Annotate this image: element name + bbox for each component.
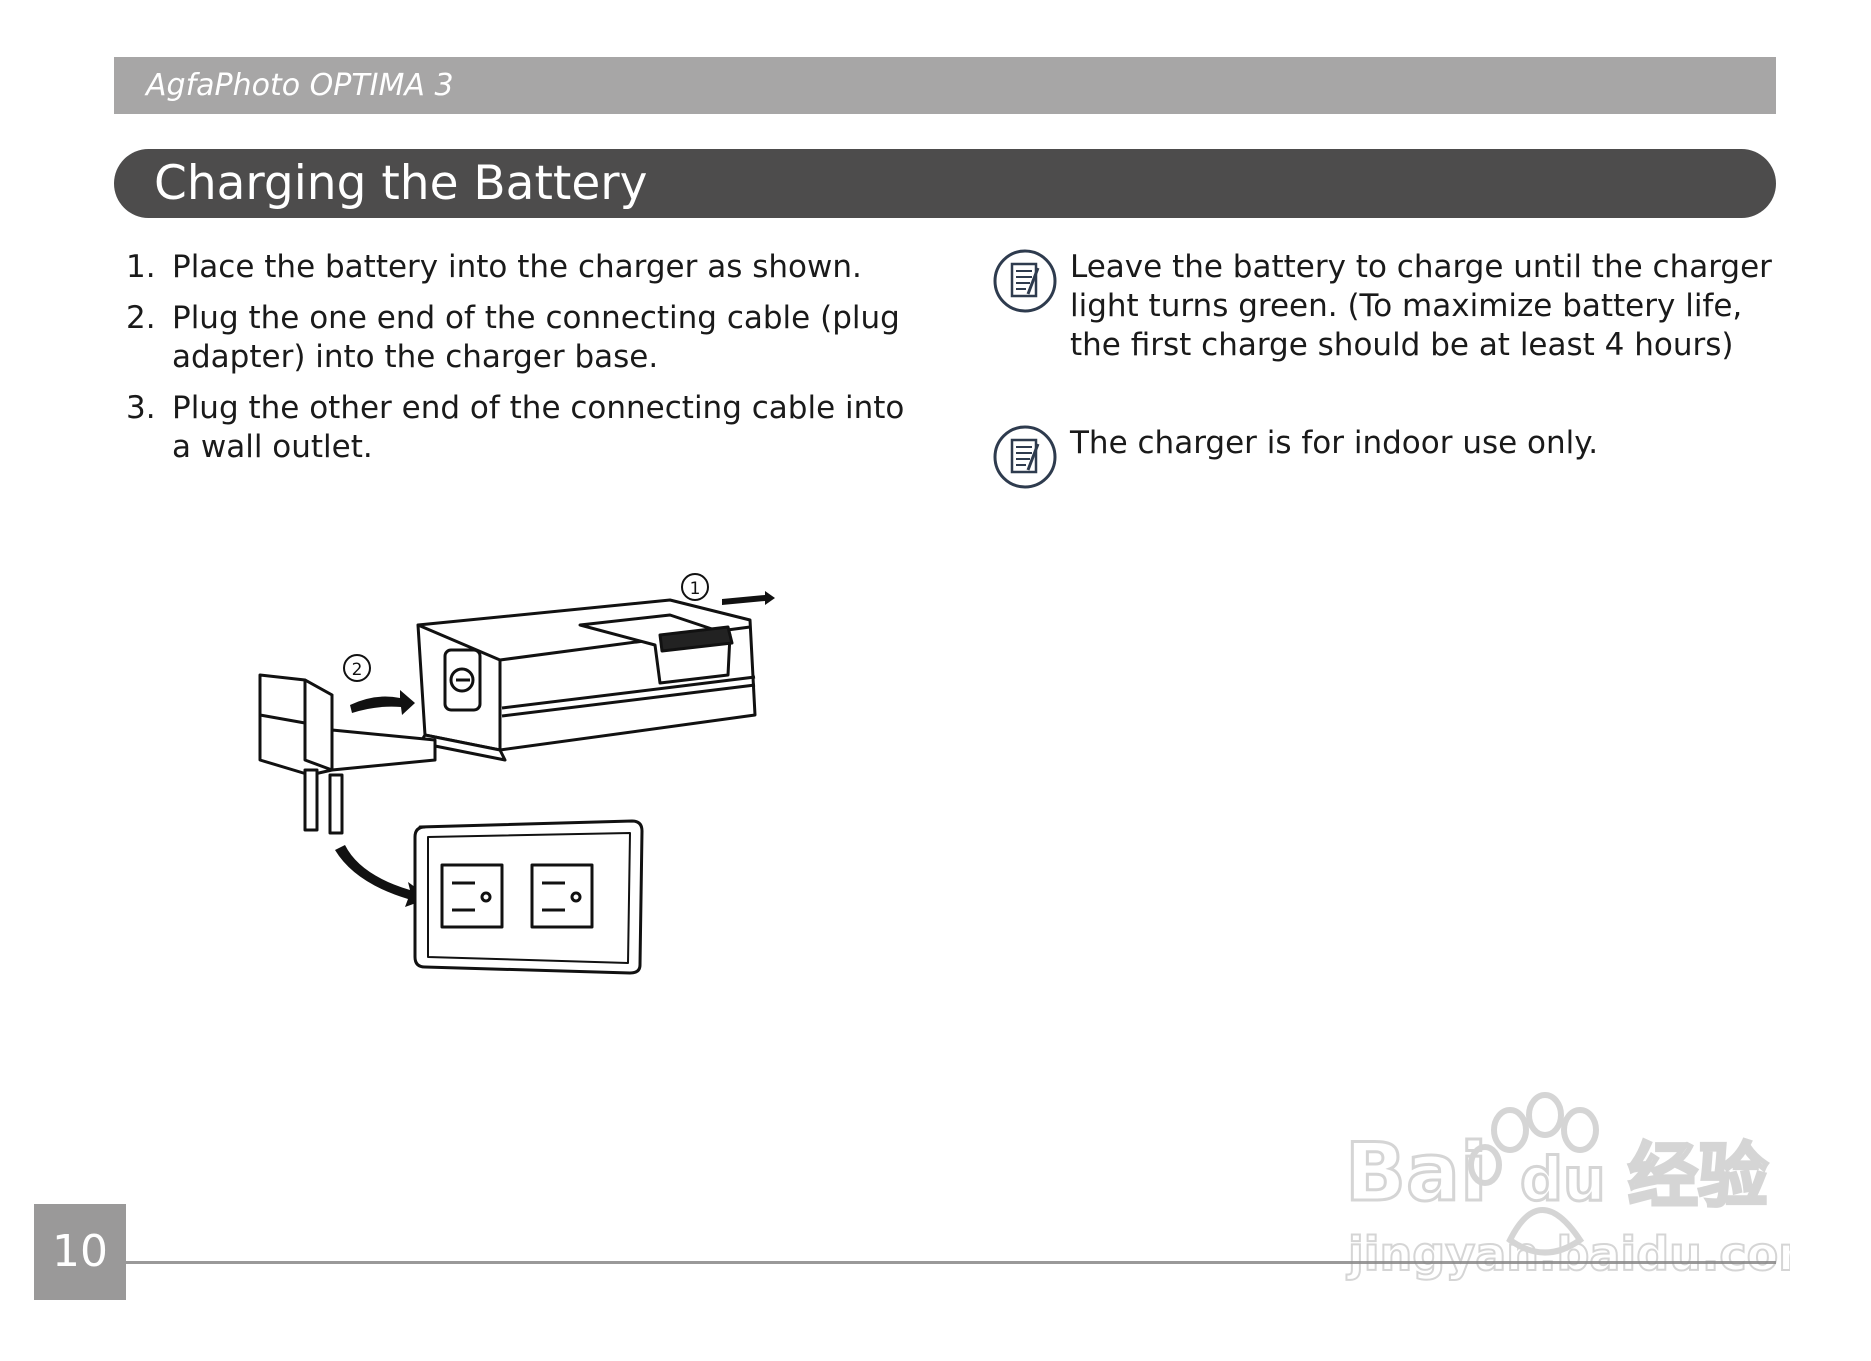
wall-outlet [413, 819, 644, 975]
step-item: 2. Plug the one end of the connecting ca… [126, 299, 926, 377]
step-text: Place the battery into the charger as sh… [172, 249, 862, 285]
running-header: AgfaPhoto OPTIMA 3 [114, 57, 1776, 114]
note-indoor-use: The charger is for indoor use only. [992, 424, 1782, 490]
callout-1-label: 1 [690, 579, 701, 599]
section-title-bar: Charging the Battery [114, 149, 1776, 218]
watermark-brand: Bai [1345, 1126, 1487, 1219]
footer-rule [126, 1261, 1776, 1264]
step-number: 1. [126, 249, 156, 285]
page-number: 10 [52, 1226, 108, 1277]
page-number-box: 10 [34, 1204, 126, 1300]
note-charge-until-green: Leave the battery to charge until the ch… [992, 248, 1782, 365]
plug-to-outlet-arrow [335, 845, 430, 907]
note-text: Leave the battery to charge until the ch… [1070, 249, 1772, 363]
callout-1-marker: 1 [681, 573, 775, 605]
callout-2-label: 2 [352, 660, 363, 680]
watermark-url: jingyan.baidu.com [1346, 1227, 1790, 1281]
section-title: Charging the Battery [154, 156, 648, 211]
plug-adapter [258, 673, 437, 835]
step-item: 3. Plug the other end of the connecting … [126, 389, 926, 467]
step-text: Plug the other end of the connecting cab… [172, 390, 905, 465]
note-icon [993, 249, 1057, 313]
note-text: The charger is for indoor use only. [1070, 425, 1599, 461]
step-number: 2. [126, 300, 156, 336]
note-icon [993, 425, 1057, 489]
step-item: 1. Place the battery into the charger as… [126, 248, 926, 287]
callout-2-marker: 2 [343, 654, 415, 715]
charger-illustration: 1 2 [258, 573, 775, 975]
step-number: 3. [126, 390, 156, 426]
step-text: Plug the one end of the connecting cable… [172, 300, 900, 375]
paw-icon [1468, 1092, 1599, 1256]
baidu-watermark: Bai du 经验 jingyan.baidu.com [1344, 1092, 1790, 1282]
watermark-brand-du: du [1520, 1145, 1606, 1215]
product-name: AgfaPhoto OPTIMA 3 [146, 68, 454, 103]
charger-base [416, 598, 757, 762]
watermark-cn: 经验 [1628, 1135, 1768, 1217]
steps-list: 1. Place the battery into the charger as… [126, 248, 926, 479]
